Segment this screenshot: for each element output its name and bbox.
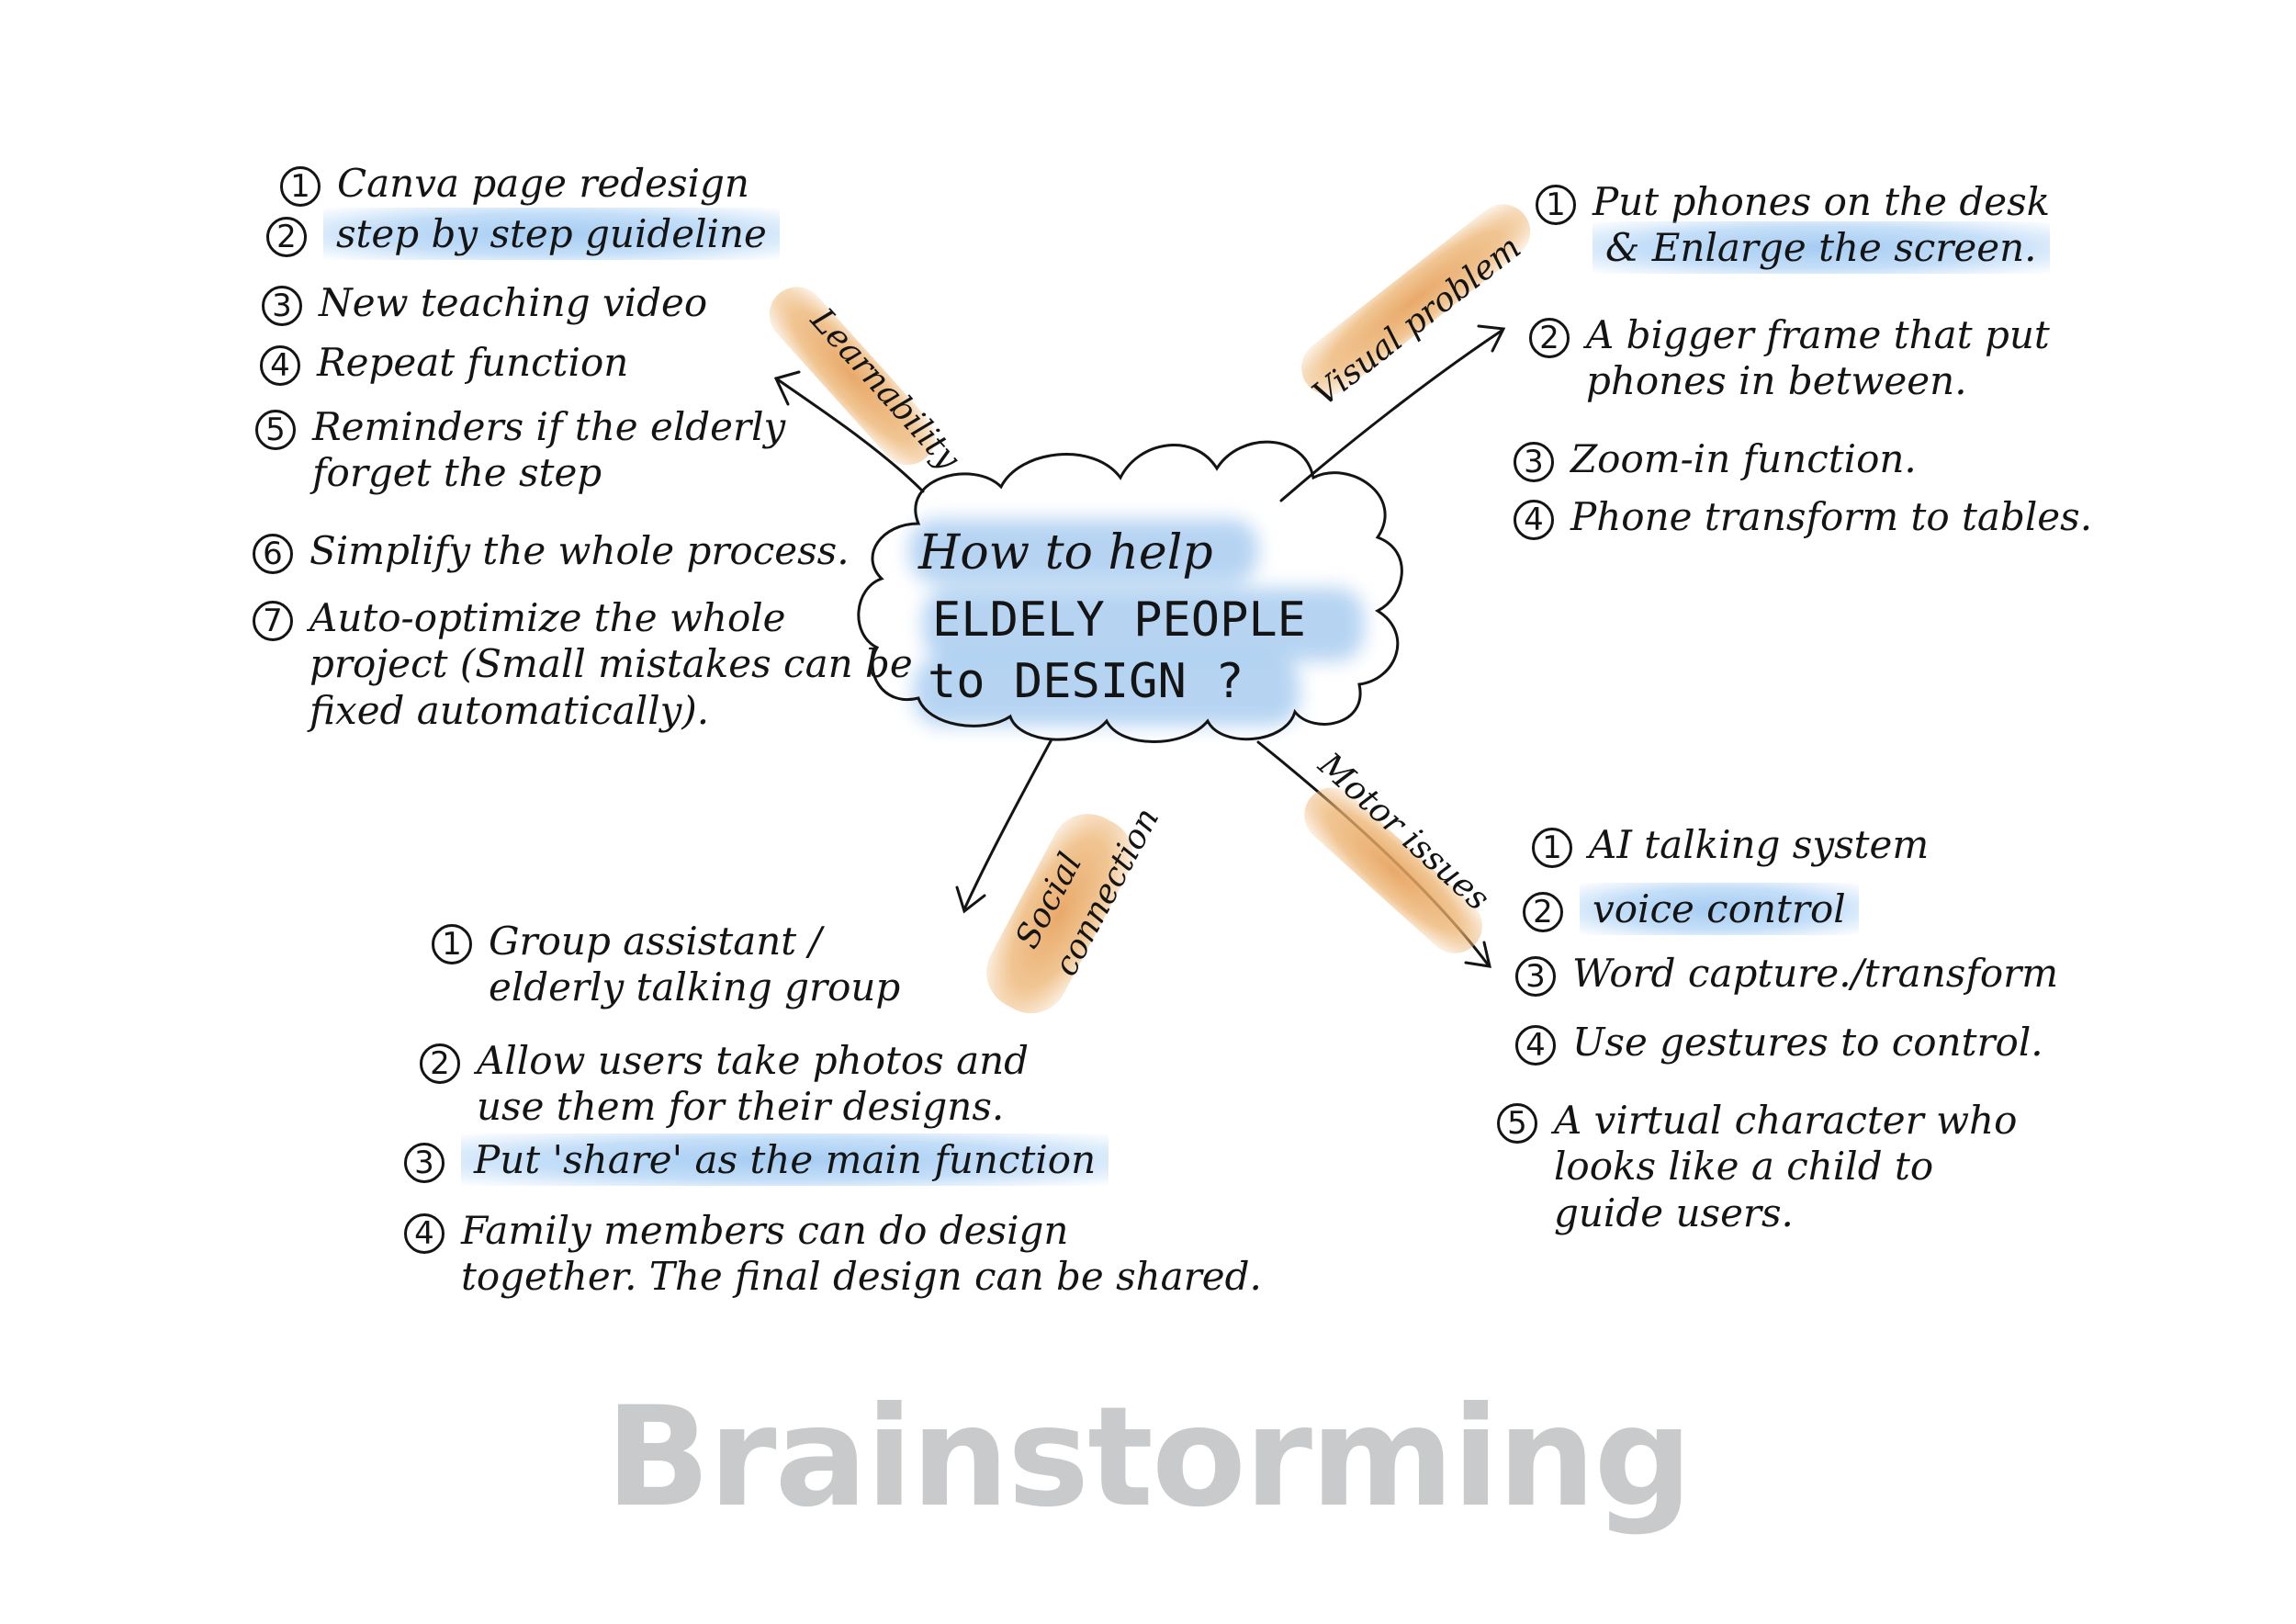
item-text-cont: elderly talking group xyxy=(489,964,901,1010)
list-item: 7 Auto-optimize the whole project (Small … xyxy=(253,595,913,734)
item-text: Repeat function xyxy=(317,340,629,385)
item-text: Reminders if the elderly xyxy=(312,404,786,449)
list-item: 4 Use gestures to control. xyxy=(1515,1020,2043,1066)
item-text: Zoom-in function. xyxy=(1570,436,1917,481)
item-number: 1 xyxy=(1532,828,1572,868)
item-number: 1 xyxy=(432,924,472,964)
center-highlights xyxy=(909,519,1364,726)
list-item: 2 step by step guideline xyxy=(266,208,780,260)
list-item: 3 Zoom-in function. xyxy=(1514,436,1917,482)
item-text: Word capture./transform xyxy=(1572,951,2059,996)
item-number: 6 xyxy=(253,534,293,574)
list-item: 1 Canva page redesign xyxy=(280,161,749,207)
item-text: A bigger frame that put xyxy=(1586,312,2050,357)
item-number: 5 xyxy=(1497,1103,1537,1144)
item-text: Simplify the whole process. xyxy=(310,528,850,573)
item-number: 2 xyxy=(420,1043,460,1084)
list-item: 2 A bigger frame that put phones in betwe… xyxy=(1529,312,2050,405)
item-number: 4 xyxy=(404,1213,445,1254)
item-text: Allow users take photos and xyxy=(477,1038,1030,1083)
list-item: 5 Reminders if the elderly forget the ste… xyxy=(255,404,785,497)
list-item: 2 voice control xyxy=(1523,883,1859,935)
list-item: 3 Put 'share' as the main function xyxy=(404,1133,1109,1186)
item-text: Use gestures to control. xyxy=(1572,1020,2043,1065)
list-item: 4 Family members can do design together. … xyxy=(404,1208,1262,1301)
item-text: A virtual character who xyxy=(1554,1098,2018,1143)
item-number: 3 xyxy=(1515,956,1556,997)
item-text: Phone transform to tables. xyxy=(1570,494,2093,539)
list-item: 6 Simplify the whole process. xyxy=(253,528,850,574)
item-number: 3 xyxy=(262,286,302,326)
list-item: 1 AI talking system xyxy=(1532,822,1929,868)
list-item: 5 A virtual character who looks like a ch… xyxy=(1497,1098,2017,1236)
item-text: New teaching video xyxy=(319,280,708,325)
item-number: 4 xyxy=(1514,500,1554,540)
item-text: Auto-optimize the whole xyxy=(310,595,786,640)
item-text-cont: together. The final design can be shared… xyxy=(461,1254,1262,1300)
item-text: Family members can do design xyxy=(461,1208,1069,1253)
item-text-cont: & Enlarge the screen. xyxy=(1593,221,2050,275)
list-item: 4 Repeat function xyxy=(260,340,628,386)
idea-cloud xyxy=(857,440,1403,743)
item-text-cont: looks like a child to xyxy=(1554,1144,1934,1190)
center-line-3: to DESIGN ? xyxy=(928,654,1244,709)
page-title: Brainstorming xyxy=(605,1378,1693,1538)
item-number: 5 xyxy=(255,410,296,450)
item-text: step by step guideline xyxy=(323,208,780,260)
item-number: 2 xyxy=(266,217,307,257)
item-number: 4 xyxy=(1515,1025,1556,1066)
item-text-cont: use them for their designs. xyxy=(477,1084,1005,1130)
item-number: 1 xyxy=(1536,185,1576,225)
item-number: 3 xyxy=(1514,442,1554,482)
center-line-2: ELDELY PEOPLE xyxy=(932,592,1306,648)
item-text: voice control xyxy=(1580,883,1859,935)
item-text: Put phones on the desk xyxy=(1593,179,2051,224)
item-text-cont: project (Small mistakes can be xyxy=(310,641,913,687)
item-text-cont: forget the step xyxy=(312,450,602,496)
item-text-cont: fixed automatically). xyxy=(310,687,710,733)
item-text: Canva page redesign xyxy=(337,161,749,206)
item-number: 7 xyxy=(253,601,293,641)
item-number: 4 xyxy=(260,345,300,386)
item-text-cont: guide users. xyxy=(1554,1190,1794,1235)
center-line-1: How to help xyxy=(918,525,1213,581)
item-number: 1 xyxy=(280,166,321,207)
item-number: 2 xyxy=(1523,892,1563,932)
item-number: 2 xyxy=(1529,318,1570,358)
list-item: 2 Allow users take photos and use them fo… xyxy=(420,1038,1029,1131)
list-item: 1 Put phones on the desk & Enlarge the sc… xyxy=(1536,179,2051,275)
item-text: Put 'share' as the main function xyxy=(461,1133,1109,1186)
item-text: AI talking system xyxy=(1589,822,1930,867)
list-item: 3 New teaching video xyxy=(262,280,707,326)
list-item: 1 Group assistant / elderly talking group xyxy=(432,919,900,1011)
item-number: 3 xyxy=(404,1143,445,1183)
list-item: 4 Phone transform to tables. xyxy=(1514,494,2092,540)
list-item: 3 Word capture./transform xyxy=(1515,951,2058,997)
item-text: Group assistant / xyxy=(489,919,822,964)
item-text-cont: phones in between. xyxy=(1586,358,1967,404)
